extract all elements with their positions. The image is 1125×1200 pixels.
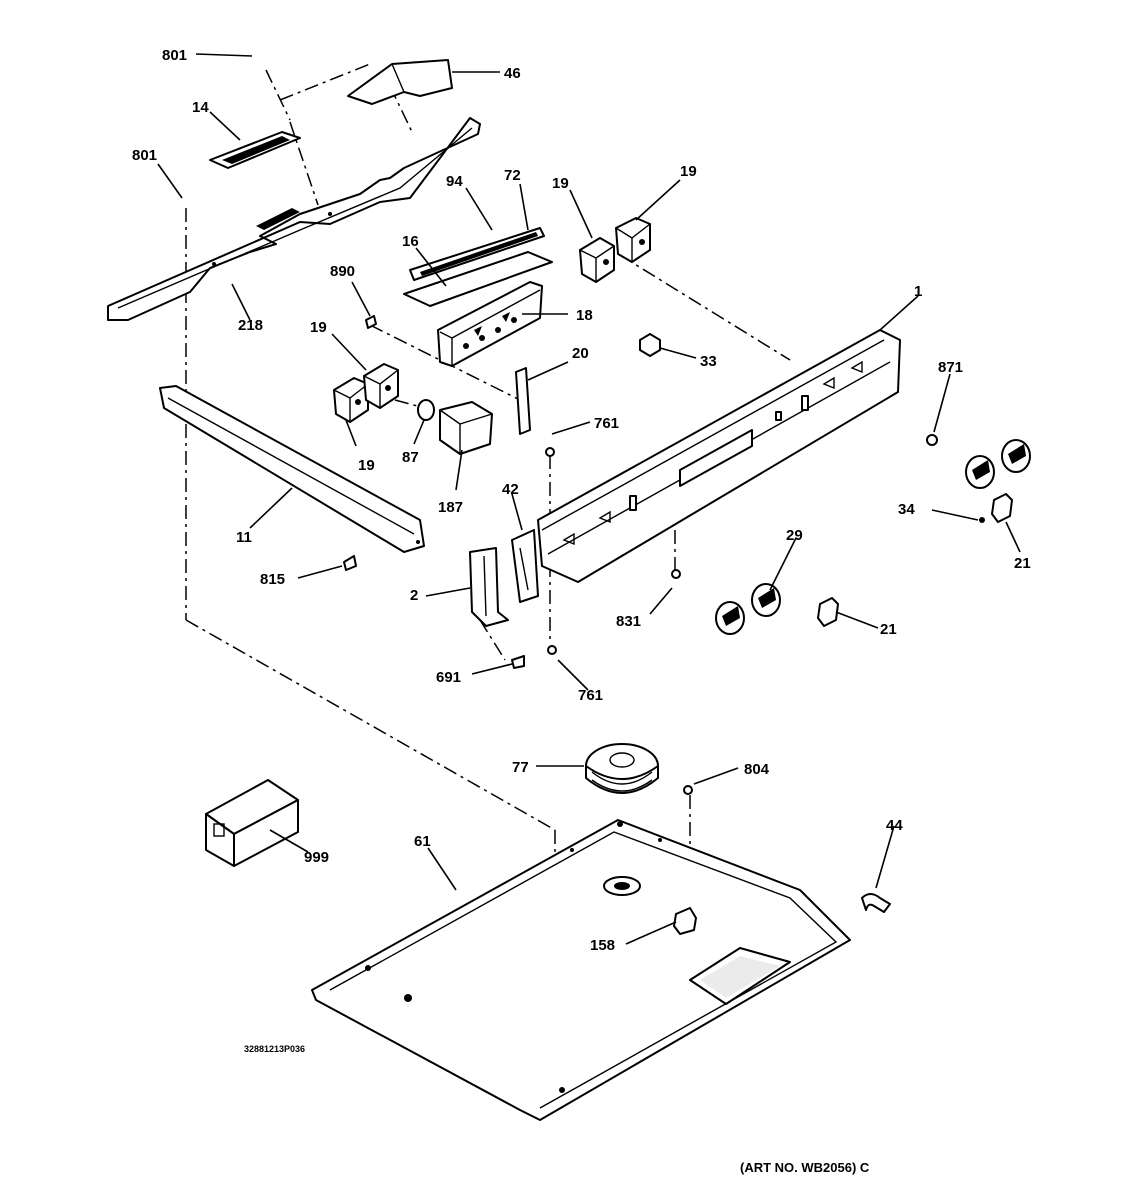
- callout-815: 815: [260, 571, 285, 588]
- clip-44: [861, 893, 891, 913]
- callout-801-left: 801: [132, 147, 157, 164]
- clip-33: [639, 333, 661, 357]
- bracket-46: [347, 59, 453, 105]
- callout-44: 44: [886, 817, 903, 834]
- callout-14: 14: [192, 99, 209, 116]
- control-board-18: [437, 281, 543, 367]
- knob-right-b: [1001, 439, 1031, 473]
- callout-16: 16: [402, 233, 419, 250]
- insert-87: [417, 399, 435, 421]
- screw-691: [511, 655, 525, 669]
- callout-19-top-right: 19: [680, 163, 697, 180]
- light-21-right: [991, 493, 1013, 523]
- bracket-42: [511, 529, 539, 603]
- bracket-2: [469, 547, 509, 627]
- coil-77: [585, 743, 659, 794]
- callout-94: 94: [446, 173, 463, 190]
- screw-890: [365, 315, 377, 329]
- callout-801-top: 801: [162, 47, 187, 64]
- screw-34: [979, 517, 985, 523]
- screw-761-bottom: [547, 645, 557, 655]
- callout-46: 46: [504, 65, 521, 82]
- callout-87: 87: [402, 449, 419, 466]
- knob-29-a: [715, 601, 745, 635]
- leader-lines: [157, 53, 1021, 945]
- callout-19-top-left: 19: [552, 175, 569, 192]
- callout-42: 42: [502, 481, 519, 498]
- callout-33: 33: [700, 353, 717, 370]
- backguard-1: [537, 329, 901, 583]
- strip-94-72: [409, 227, 545, 281]
- callout-1: 1: [914, 283, 922, 300]
- callout-804: 804: [744, 761, 770, 778]
- callout-19-left-bottom: 19: [358, 457, 375, 474]
- switch-19-left-a: [333, 377, 369, 423]
- rear-cover-218: [107, 117, 481, 321]
- callout-999: 999: [304, 849, 329, 866]
- callout-831: 831: [616, 613, 641, 630]
- base-plate-61: [311, 819, 851, 1121]
- diagram-code: 32881213P036: [244, 1044, 305, 1054]
- callout-20: 20: [572, 345, 589, 362]
- screw-804: [683, 785, 693, 795]
- callout-labels: 801 46 14 801 218 94 72 16 18 19 19 890 …: [132, 47, 1031, 954]
- overlay-16: [403, 251, 553, 307]
- callout-187: 187: [438, 499, 463, 516]
- callout-72: 72: [504, 167, 521, 184]
- switch-19-left-b: [363, 363, 399, 409]
- knob-29-b: [751, 583, 781, 617]
- switch-19-top-left: [579, 237, 615, 283]
- pad-14: [209, 131, 301, 169]
- screw-815: [343, 555, 357, 571]
- callout-761-bottom: 761: [578, 687, 603, 704]
- screw-831: [671, 569, 681, 579]
- callout-158: 158: [590, 937, 615, 954]
- callout-218: 218: [238, 317, 263, 334]
- callout-2: 2: [410, 587, 418, 604]
- box-999: [205, 779, 299, 867]
- screw-871: [926, 434, 938, 446]
- block-187: [439, 401, 493, 455]
- callout-34: 34: [898, 501, 915, 518]
- callout-18: 18: [576, 307, 593, 324]
- bracket-20: [515, 367, 531, 435]
- callout-29: 29: [786, 527, 803, 544]
- callout-19-left-top: 19: [310, 319, 327, 336]
- art-number: (ART NO. WB2056) C: [740, 1160, 870, 1175]
- callout-691: 691: [436, 669, 461, 686]
- callout-761-top: 761: [594, 415, 619, 432]
- rail-11: [159, 385, 425, 553]
- callout-77: 77: [512, 759, 529, 776]
- callout-61: 61: [414, 833, 431, 850]
- light-21-lower: [817, 597, 839, 627]
- screw-761-top: [545, 447, 555, 457]
- knob-right-a: [965, 455, 995, 489]
- callout-11: 11: [236, 529, 252, 546]
- callout-890: 890: [330, 263, 355, 280]
- callout-21-right: 21: [1014, 555, 1031, 572]
- terminal-158: [673, 907, 697, 935]
- callout-871: 871: [938, 359, 963, 376]
- callout-21-lower: 21: [880, 621, 897, 638]
- switch-19-top-right: [615, 217, 651, 263]
